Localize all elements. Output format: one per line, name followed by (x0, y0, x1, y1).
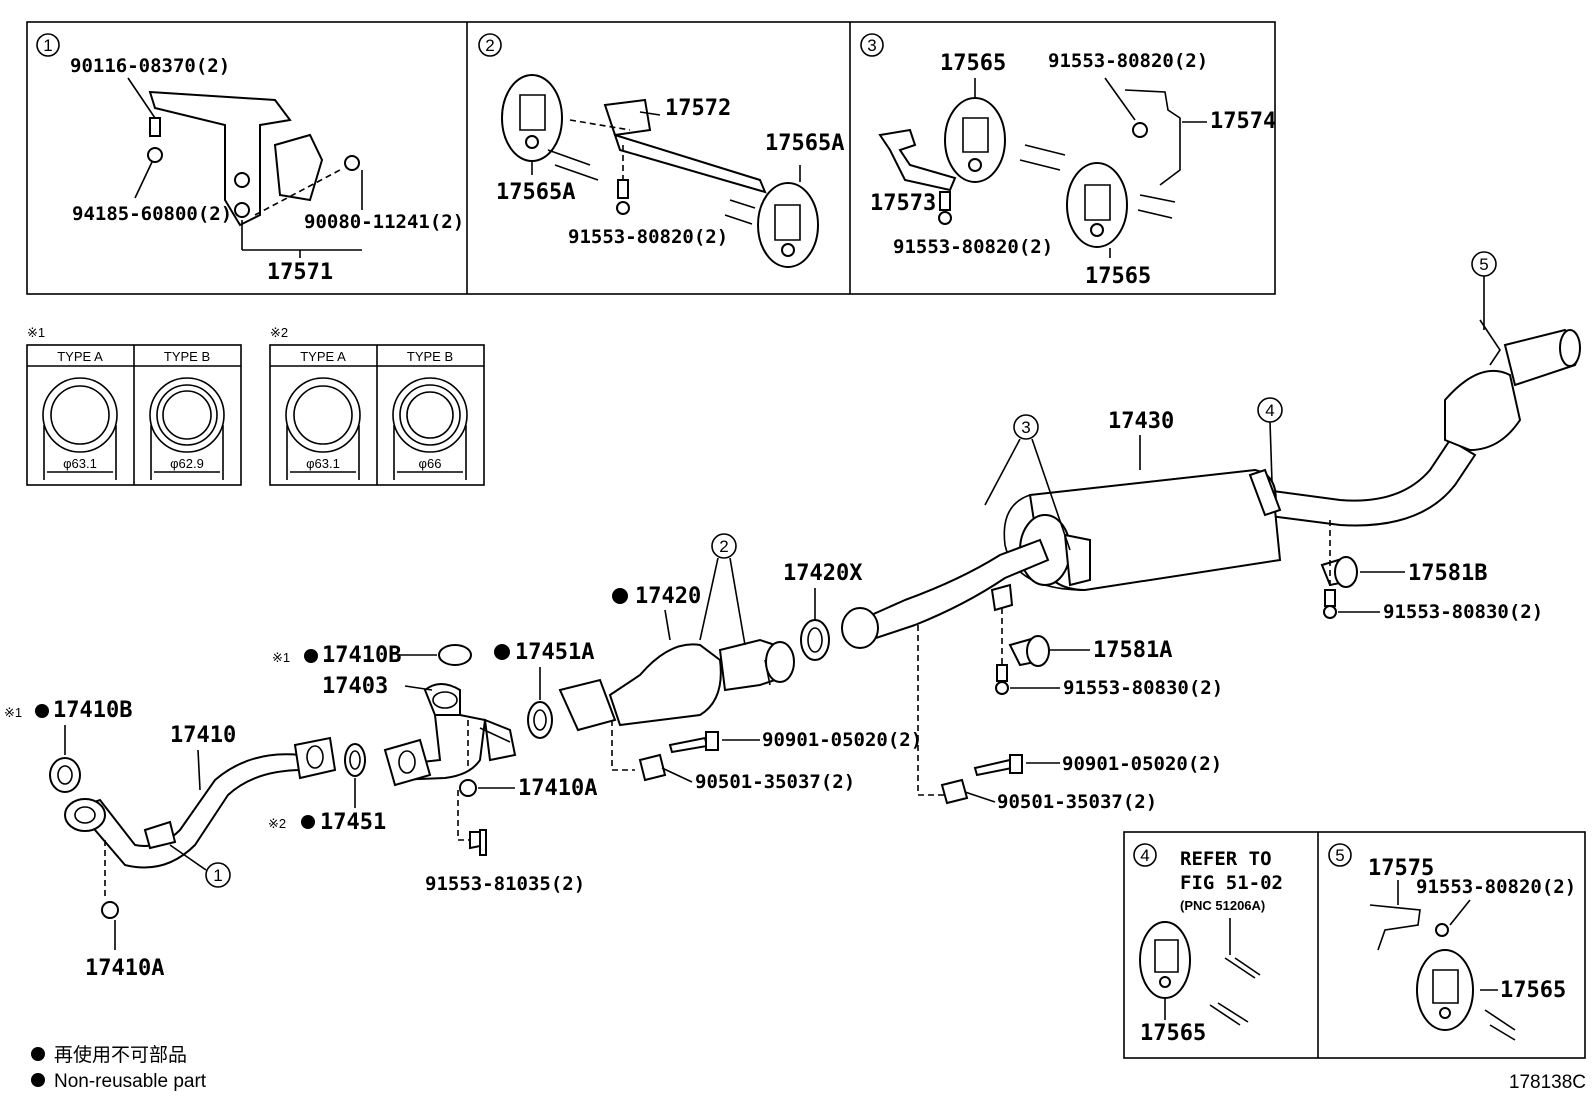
rubber-17581a: 17581A 91553-80830(2) (995, 608, 1223, 699)
label-90901-05020-b: 90901-05020(2) (1062, 753, 1222, 775)
gasket-table-2-dia-a: φ63.1 (306, 456, 340, 471)
gasket-table-1: ※1 TYPE A TYPE B φ63.1 φ62.9 (26, 325, 242, 486)
label-90501-35037-a: 90501-35037(2) (695, 771, 855, 793)
gasket-17410b-lower: ※1 17410B (4, 698, 132, 793)
gasket-table-1-type-a: TYPE A (57, 349, 103, 364)
label-91553-80820-p2: 91553-80820(2) (568, 226, 728, 248)
gasket-table-2-mark: ※2 (270, 325, 288, 340)
non-reusable-bullet-icon (31, 1073, 45, 1087)
mark-1-lower: ※1 (4, 705, 22, 720)
label-17565-inset4: 17565 (1140, 1021, 1206, 1046)
inset-panel-3: 3 17565 91553-80820(2) 17574 17573 91553… (860, 33, 1276, 289)
label-17565-bottom: 17565 (1085, 264, 1151, 289)
gasket-table-2-type-a: TYPE A (300, 349, 346, 364)
label-17430: 17430 (1108, 409, 1174, 434)
rubber-17581b: 17581B 91553-80830(2) (1320, 520, 1543, 623)
callout-3-main: 3 (1021, 418, 1030, 437)
legend-japanese: 再使用不可部品 (54, 1044, 187, 1066)
label-17451: 17451 (320, 810, 386, 835)
legend: 再使用不可部品 Non-reusable part (31, 1044, 207, 1092)
label-17410b-upper: 17410B (322, 643, 401, 668)
inset-4-number: 4 (1140, 846, 1149, 865)
gasket-table-2-dia-b: φ66 (419, 456, 442, 471)
label-17571: 17571 (267, 260, 333, 285)
intermediate-pipe (841, 538, 1050, 796)
inset-panels-top (26, 21, 1276, 295)
label-17573: 17573 (870, 191, 936, 216)
callout-1-main: 1 (213, 866, 222, 885)
bolts-center: 90901-05020(2) 90501-35037(2) 90901-0502… (638, 729, 1222, 813)
label-17410b-lower: 17410B (53, 698, 132, 723)
inset-panel-1: 1 90116-08370(2) 94185-60800(2) 90080-11… (36, 33, 464, 285)
inset-4-refer-line3: (PNC 51206A) (1180, 898, 1265, 913)
inset-5-number: 5 (1335, 846, 1344, 865)
inset-1-number: 1 (43, 36, 52, 55)
muffler-17430: 17430 3 4 (984, 397, 1283, 592)
inset-3-number: 3 (867, 36, 876, 55)
gasket-table-2-type-b: TYPE B (407, 349, 453, 364)
gasket-table-1-dia-a: φ63.1 (63, 456, 97, 471)
label-90501-35037-b: 90501-35037(2) (997, 791, 1157, 813)
mark-1-upper: ※1 (272, 650, 290, 665)
label-91553-81035: 91553-81035(2) (425, 873, 585, 895)
label-17410: 17410 (170, 723, 236, 748)
hanger-17565-lower (1066, 162, 1128, 248)
figure-id: 178138C (1509, 1072, 1586, 1093)
label-17420: 17420 (635, 584, 701, 609)
label-17410a-upper: 17410A (518, 776, 597, 801)
label-90116-08370: 90116-08370(2) (70, 55, 230, 77)
inset-4-refer-line2: FIG 51-02 (1180, 872, 1283, 894)
label-17403: 17403 (322, 674, 388, 699)
label-17420x: 17420X (783, 561, 862, 586)
gasket-table-1-mark: ※1 (27, 325, 45, 340)
label-17565-inset5: 17565 (1500, 978, 1566, 1003)
gasket-17410b-upper: ※1 17410B (272, 643, 472, 668)
gasket-table-1-type-b: TYPE B (164, 349, 210, 364)
catalytic-converter-17420: 17420 2 (558, 533, 795, 771)
label-91553-80820-p3b: 91553-80820(2) (893, 236, 1053, 258)
mark-2: ※2 (268, 816, 286, 831)
gasket-17451a: 17451A (494, 640, 594, 739)
legend-english: Non-reusable part (54, 1071, 207, 1092)
gasket-17451: ※2 17451 (268, 743, 386, 835)
inset-2-number: 2 (485, 36, 494, 55)
label-17581a: 17581A (1093, 638, 1172, 663)
label-17572: 17572 (665, 96, 731, 121)
label-90901-05020-a: 90901-05020(2) (762, 729, 922, 751)
gasket-table-1-dia-b: φ62.9 (170, 456, 204, 471)
inset-panels-bottom (1123, 831, 1586, 1059)
callout-4-main: 4 (1265, 401, 1274, 420)
hanger-17565-inset5 (1416, 949, 1474, 1031)
gasket-17420x: 17420X (783, 561, 862, 661)
inset-panel-4: 4 REFER TO FIG 51-02 (PNC 51206A) 17565 (1133, 843, 1283, 1046)
label-91553-80830-b: 91553-80830(2) (1063, 677, 1223, 699)
inset-panel-5: 5 17575 91553-80820(2) 17565 (1328, 843, 1576, 1041)
label-91553-80820-p5: 91553-80820(2) (1416, 876, 1576, 898)
label-17565a-right: 17565A (765, 131, 844, 156)
label-17574: 17574 (1210, 109, 1276, 134)
front-pipe-17403: 17403 17410A 91553-81035(2) (322, 674, 597, 895)
label-17565a-left: 17565A (496, 180, 575, 205)
non-reusable-bullet-icon (31, 1047, 45, 1061)
label-17581b: 17581B (1408, 561, 1487, 586)
inset-panel-2: 2 17572 91553-80820(2) 17565A 17565A (478, 33, 844, 268)
hanger-17565-upper (944, 97, 1006, 183)
hanger-17565a-right (757, 182, 819, 268)
label-17565-top: 17565 (940, 51, 1006, 76)
inset-4-refer-line1: REFER TO (1180, 848, 1272, 870)
tail-pipe: 5 (1260, 251, 1581, 527)
label-17575: 17575 (1368, 856, 1434, 881)
callout-2-main: 2 (719, 537, 728, 556)
label-17451a: 17451A (515, 640, 594, 665)
callout-5: 5 (1479, 255, 1488, 274)
label-94185-60800: 94185-60800(2) (72, 203, 232, 225)
gasket-table-2: ※2 TYPE A TYPE B φ63.1 φ66 (269, 325, 485, 486)
exhaust-pipe-17410: 17410 1 17410A (64, 723, 337, 981)
label-90080-11241: 90080-11241(2) (304, 211, 464, 233)
label-91553-80830-a: 91553-80830(2) (1383, 601, 1543, 623)
label-17410a-lower: 17410A (85, 956, 164, 981)
label-91553-80820-p3a: 91553-80820(2) (1048, 50, 1208, 72)
